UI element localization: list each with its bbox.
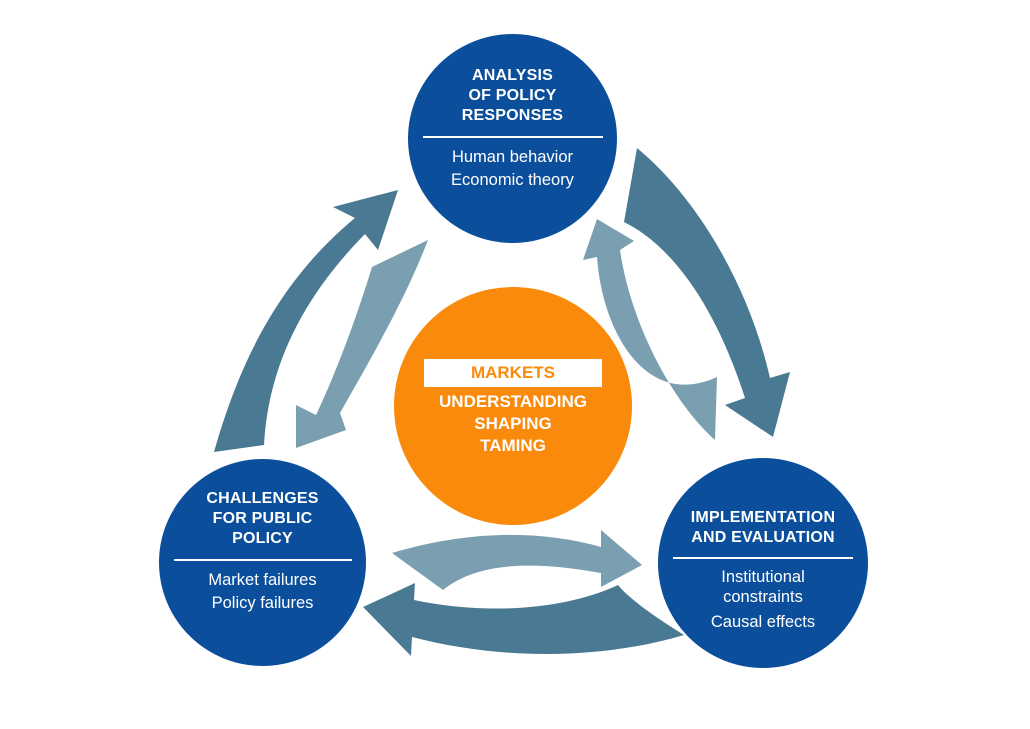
divider	[422, 136, 603, 138]
arrow-top-to-left	[296, 240, 428, 448]
node-challenges-for-public-policy: CHALLENGES FOR PUBLIC POLICY Market fail…	[159, 459, 366, 666]
title-line: OF POLICY	[468, 87, 557, 104]
node-title: CHALLENGES FOR PUBLIC POLICY	[206, 489, 318, 549]
node-item: Institutional	[721, 568, 805, 586]
arrow-top-to-right	[624, 148, 790, 437]
title-line: ANALYSIS	[471, 67, 553, 84]
node-item: Causal effects	[710, 613, 816, 631]
markets-label: MARKETS	[424, 359, 602, 387]
title-line: RESPONSES	[461, 107, 564, 124]
title-line: FOR PUBLIC	[212, 510, 313, 527]
node-title: ANALYSIS OF POLICY RESPONSES	[462, 66, 563, 126]
arrow-right-to-top	[583, 219, 717, 440]
title-line: IMPLEMENTATION	[690, 509, 836, 526]
center-lines: UNDERSTANDING SHAPING TAMING	[439, 391, 587, 457]
node-item: Human behavior	[451, 148, 574, 166]
title-line: AND EVALUATION	[691, 529, 835, 546]
arrow-right-to-left	[363, 583, 684, 656]
divider	[673, 557, 853, 559]
node-analysis-of-policy-responses: ANALYSIS OF POLICY RESPONSES Human behav…	[408, 34, 617, 243]
node-item: constraints	[723, 588, 803, 606]
node-item: Economic theory	[451, 171, 574, 189]
divider	[173, 559, 352, 561]
node-item: Market failures	[208, 571, 317, 589]
title-line: CHALLENGES	[206, 490, 319, 507]
center-line: SHAPING	[474, 414, 552, 433]
node-title: IMPLEMENTATION AND EVALUATION	[691, 508, 835, 548]
center-line: UNDERSTANDING	[439, 392, 587, 411]
center-line: TAMING	[480, 436, 546, 455]
title-line: POLICY	[232, 530, 293, 547]
node-markets: MARKETS UNDERSTANDING SHAPING TAMING	[394, 287, 632, 525]
node-implementation-and-evaluation: IMPLEMENTATION AND EVALUATION Institutio…	[658, 458, 868, 668]
arrow-left-to-right	[392, 530, 642, 590]
node-item: Policy failures	[211, 594, 314, 612]
arrow-left-to-top	[214, 190, 398, 452]
